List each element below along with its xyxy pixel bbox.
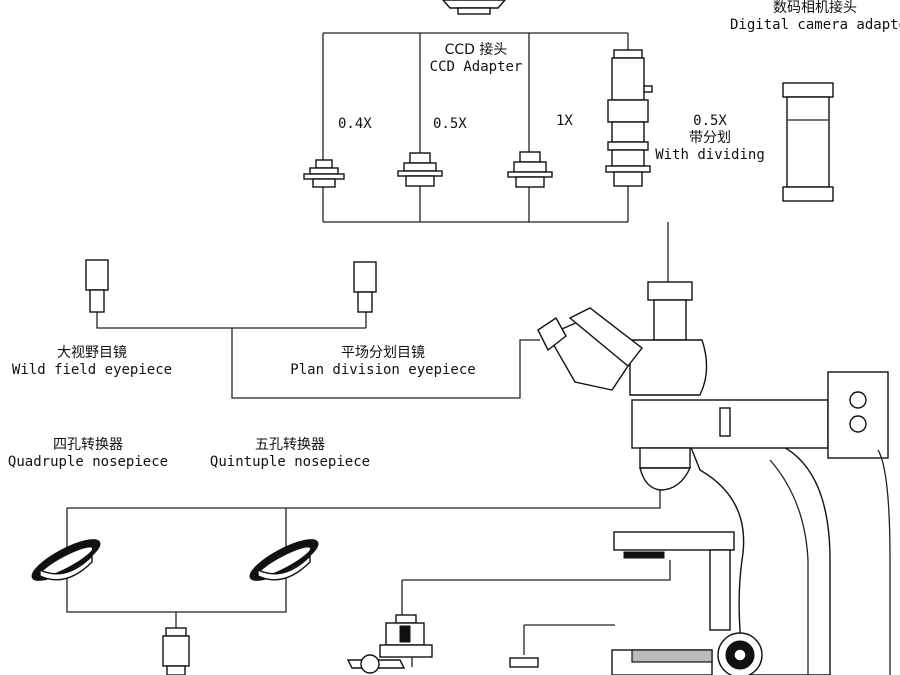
quintuple-en: Quintuple nosepiece [209, 454, 371, 470]
ccd-adapter-en: CCD Adapter [429, 59, 523, 75]
eyepiece-bracket [96, 312, 540, 399]
nosepiece-bracket [66, 490, 661, 628]
mag-1x-label: 1X [556, 113, 573, 129]
digital-camera-adapter-part [442, 0, 506, 15]
plan-division-zh: 平场分划目镜 [341, 345, 425, 361]
with-dividing-label: 0.5X 带分划 With dividing [650, 113, 770, 164]
with-dividing-zh: 带分划 [689, 130, 731, 146]
ccd-adapter-zh: CCD 接头 [444, 42, 508, 58]
quadruple-nosepiece-label: 四孔转换器 Quadruple nosepiece [0, 437, 176, 471]
digital-camera-adapter-tube [782, 82, 834, 202]
digital-camera-adapter-en: Digital camera adapter [730, 17, 900, 33]
quadruple-nosepiece-part [31, 539, 101, 581]
filter-part [509, 657, 539, 668]
ccd-adapter-1x [507, 151, 553, 188]
with-dividing-en: With dividing [655, 147, 765, 163]
camera-bracket-bottom [323, 186, 629, 223]
digital-camera-adapter-label: 数码相机接头 Digital camera adapter [730, 0, 900, 34]
plan-division-eyepiece-part [353, 261, 377, 313]
connector-lines [66, 32, 671, 655]
mag-04x-label: 0.4X [338, 116, 372, 132]
objective-part [162, 627, 190, 675]
wide-field-en: Wild field eyepiece [11, 362, 173, 378]
condenser-part [346, 614, 433, 674]
microscope-body [537, 281, 891, 675]
plan-division-eyepiece-label: 平场分划目镜 Plan division eyepiece [278, 345, 488, 379]
quadruple-zh: 四孔转换器 [53, 437, 123, 453]
ccd-adapter-05x-dividing [605, 49, 653, 187]
ccd-adapter-label: CCD 接头 CCD Adapter [424, 42, 528, 76]
plan-division-en: Plan division eyepiece [290, 362, 476, 378]
condenser-bracket [401, 560, 671, 615]
quintuple-nosepiece-label: 五孔转换器 Quintuple nosepiece [200, 437, 380, 471]
quintuple-zh: 五孔转换器 [255, 437, 325, 453]
wide-field-zh: 大视野目镜 [57, 345, 127, 361]
filter-bracket [523, 624, 615, 655]
mag-05x-label: 0.5X [433, 116, 467, 132]
digital-camera-adapter-zh: 数码相机接头 [773, 0, 857, 16]
ccd-adapter-05x [397, 152, 443, 187]
mag-05x-div-label: 0.5X [693, 113, 727, 129]
quintuple-nosepiece-part [249, 539, 319, 581]
wide-field-eyepiece-part [85, 259, 109, 313]
ccd-adapter-04x [303, 159, 345, 188]
wide-field-eyepiece-label: 大视野目镜 Wild field eyepiece [2, 345, 182, 379]
camera-bracket-top [322, 32, 629, 222]
quadruple-en: Quadruple nosepiece [7, 454, 169, 470]
